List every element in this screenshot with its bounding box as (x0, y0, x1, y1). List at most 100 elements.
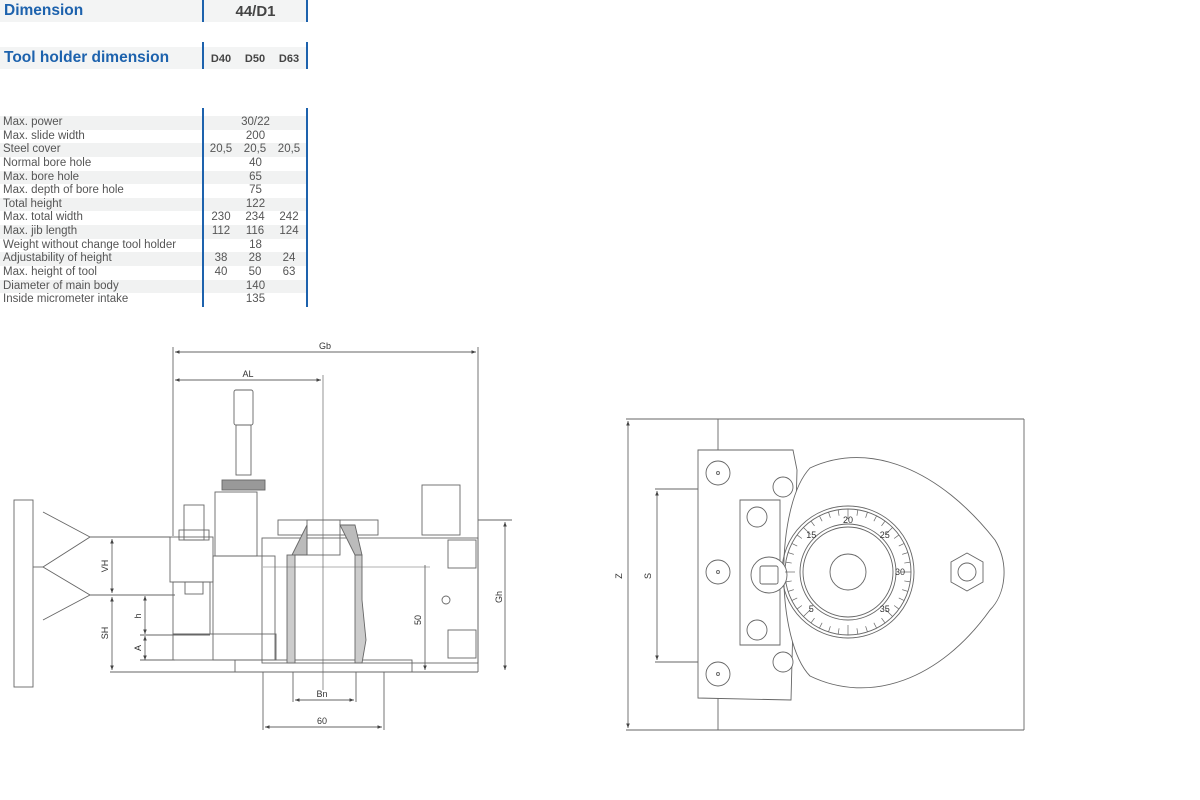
spec-value-d50: 20,5 (243, 143, 267, 156)
spec-row: Max. total width 230 234 242 (0, 211, 308, 225)
divider (202, 0, 204, 22)
dial-tick (904, 561, 911, 564)
tool-post-wall (13, 499, 34, 688)
spec-value-d63: 242 (279, 211, 299, 224)
spec-label: Inside micrometer intake (3, 293, 129, 306)
label-bn: Bn (316, 689, 327, 699)
dial-tick (904, 580, 911, 583)
dial-tick (885, 609, 893, 617)
dimension-row: Dimension 44/D1 (0, 0, 308, 22)
dial-tick (881, 617, 886, 624)
spec-value: 65 (249, 170, 262, 183)
spec-value-d63: 20,5 (277, 143, 301, 156)
spec-value: 140 (245, 279, 266, 292)
divider (202, 108, 204, 307)
dial-tick (791, 597, 798, 601)
spec-row: Diameter of main body 140 (0, 279, 308, 294)
spec-value-d50: 234 (245, 211, 265, 224)
dial-tick (898, 543, 905, 547)
dial-tick (785, 561, 792, 564)
dial-tick (796, 534, 803, 539)
spec-value-d40: 40 (214, 266, 228, 279)
spec-value-d40: 230 (211, 211, 231, 224)
dial-number: 25 (880, 530, 890, 540)
label-50: 50 (413, 615, 423, 625)
spec-row: Max. bore hole 65 (0, 170, 308, 185)
spec-value: 40 (249, 156, 262, 169)
label-gh: Gh (494, 591, 504, 603)
dial-tick (898, 597, 905, 601)
spec-label: Total height (3, 197, 62, 210)
dial-tick (803, 609, 811, 617)
divider (306, 0, 308, 22)
spec-row: Normal bore hole 40 (0, 157, 308, 171)
spec-value-d50: 50 (248, 266, 262, 279)
spec-label: Normal bore hole (3, 156, 92, 169)
dial-tick (902, 589, 909, 592)
dial-number: 15 (806, 530, 816, 540)
spec-label: Max. jib length (3, 225, 78, 238)
divider (306, 108, 308, 307)
spec-label: Max. total width (3, 211, 83, 224)
dial-tick (885, 527, 893, 535)
divider (306, 42, 308, 69)
label-sh: SH (100, 627, 110, 640)
dial-tick (865, 626, 868, 633)
spec-value-d40: 20,5 (209, 143, 233, 156)
spec-value-d63: 63 (282, 266, 296, 279)
spec-row: Adjustability of height 38 28 24 (0, 252, 308, 267)
spec-row: Total height 122 (0, 197, 308, 212)
dimension-value: 44/D1 (235, 3, 276, 20)
dial-number: 35 (880, 604, 890, 614)
dial-number: 20 (843, 515, 853, 525)
spec-label: Max. height of tool (3, 266, 97, 279)
dimension-label: Dimension (4, 2, 84, 19)
col-d50: D50 (244, 53, 266, 65)
spec-value-d40: 38 (214, 252, 228, 265)
spec-value: 200 (245, 129, 266, 142)
dial-tick (787, 552, 794, 555)
spec-value: 122 (245, 197, 266, 210)
dial-tick (837, 509, 840, 516)
label-a: A (133, 645, 143, 651)
spec-label: Max. power (3, 116, 63, 128)
spec-value-d50: 28 (248, 252, 262, 265)
label-vh: VH (100, 560, 110, 573)
spec-value: 30/22 (241, 116, 270, 128)
label-z: Z (614, 573, 624, 579)
dial-tick (902, 552, 909, 555)
spec-value-d50: 116 (245, 225, 265, 238)
dial-tick (810, 617, 815, 624)
spec-label: Max. bore hole (3, 170, 80, 183)
spec-value: 75 (249, 184, 262, 197)
spec-row: Max. power 30/22 (0, 116, 308, 130)
divider (202, 42, 204, 69)
dial-tick (828, 626, 831, 633)
spec-label: Steel cover (3, 143, 61, 156)
label-s: S (643, 573, 653, 579)
dial-tick (856, 509, 859, 516)
label-60: 60 (317, 716, 327, 726)
dial-tick (785, 580, 792, 583)
spec-row: Max. depth of bore hole 75 (0, 184, 308, 198)
dial-tick (873, 622, 877, 629)
spec-value-d63: 24 (282, 252, 296, 265)
spec-value: 18 (249, 238, 262, 251)
dial-tick (881, 520, 886, 527)
spec-value-d63: 124 (279, 225, 299, 238)
spec-label: Adjustability of height (3, 252, 112, 265)
spec-row: Max. height of tool 40 50 63 (0, 266, 308, 280)
spec-label: Diameter of main body (3, 279, 119, 292)
dial-tick (856, 628, 859, 635)
dial-tick (893, 605, 900, 610)
spec-value-d40: 112 (211, 225, 231, 238)
tool-holder-label: Tool holder dimension (4, 49, 170, 66)
col-d40: D40 (210, 53, 232, 65)
spec-label: Max. depth of bore hole (3, 184, 124, 197)
spec-row: Steel cover 20,5 20,5 20,5 (0, 143, 308, 157)
